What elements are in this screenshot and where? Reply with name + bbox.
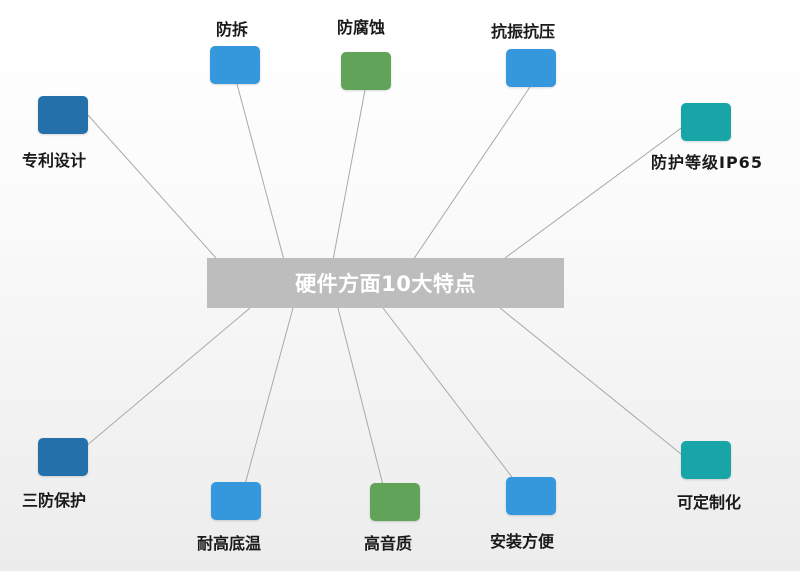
node-label-kedingzhi: 可定制化	[677, 493, 742, 512]
center-title: 硬件方面10大特点	[295, 272, 476, 296]
node-box-kangzhen	[506, 49, 556, 87]
node-label-zhuanli: 专利设计	[22, 151, 87, 170]
node-box-sanfang	[38, 438, 88, 476]
connector-line-fangchai	[236, 83, 285, 261]
connector-line-naigaodiwen	[243, 307, 294, 489]
node-box-ip65	[681, 103, 731, 141]
connector-line-ip65	[504, 125, 685, 259]
connector-line-kedingzhi	[499, 307, 687, 459]
node-label-naigaodiwen: 耐高底温	[197, 534, 262, 553]
connector-line-sanfang	[84, 307, 251, 448]
connector-line-gaoyinzhi	[337, 307, 385, 490]
connector-line-kangzhen	[412, 86, 531, 261]
node-box-fangfushi	[341, 52, 391, 90]
node-label-kangzhen: 抗振抗压	[491, 22, 556, 41]
node-box-fangchai	[210, 46, 260, 84]
node-box-naigaodiwen	[211, 482, 261, 520]
node-label-gaoyinzhi: 高音质	[364, 534, 413, 553]
connector-line-zhuanli	[86, 113, 217, 259]
node-box-anzhuang	[506, 477, 556, 515]
node-label-fangfushi: 防腐蚀	[337, 18, 386, 37]
node-box-zhuanli	[38, 96, 88, 134]
node-label-fangchai: 防拆	[216, 20, 249, 39]
center-title-box: 硬件方面10大特点	[207, 258, 564, 308]
connector-line-anzhuang	[382, 307, 519, 486]
node-box-gaoyinzhi	[370, 483, 420, 521]
node-label-ip65: 防护等级IP65	[651, 153, 763, 172]
node-label-sanfang: 三防保护	[22, 491, 87, 510]
connector-line-fangfushi	[332, 89, 366, 261]
node-label-anzhuang: 安装方便	[490, 532, 555, 551]
node-box-kedingzhi	[681, 441, 731, 479]
